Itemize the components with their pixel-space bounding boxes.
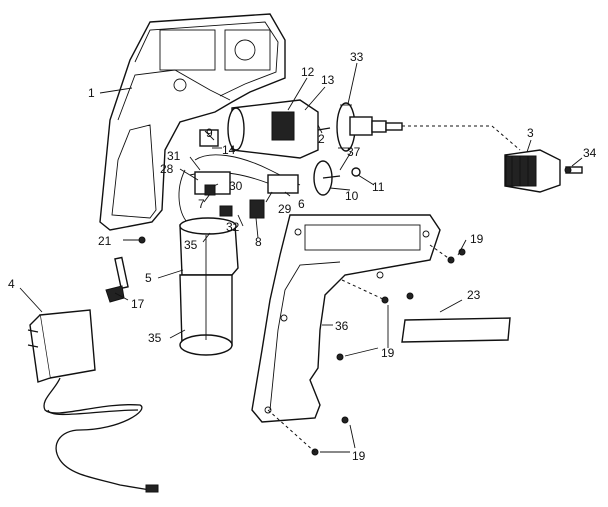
charger [27, 309, 159, 493]
label-32: 32 [226, 220, 240, 234]
leader-lines [19, 62, 583, 453]
label-11: 11 [372, 180, 385, 194]
label-35-upper: 35 [184, 238, 198, 252]
label-19-middle: 19 [381, 346, 395, 360]
washer [351, 167, 361, 177]
screw-leader-3 [267, 409, 316, 453]
screw-leader-2 [341, 279, 386, 301]
label-13: 13 [321, 73, 335, 87]
screw-leader-1 [429, 244, 452, 261]
label-1: 1 [88, 86, 95, 100]
housing-left-half [99, 13, 286, 231]
chuck [504, 149, 561, 193]
label-28: 28 [160, 162, 174, 176]
label-10: 10 [345, 189, 359, 203]
label-2: 2 [318, 132, 325, 146]
label-7: 7 [198, 197, 205, 211]
part-labels: 1 12 13 33 2 3 34 37 11 10 9 14 31 28 30… [8, 50, 597, 463]
label-31: 31 [167, 149, 181, 163]
label-6: 6 [298, 197, 305, 211]
label-21: 21 [98, 234, 112, 248]
small-gear [313, 160, 341, 196]
chuck-screw [564, 166, 583, 174]
label-36: 36 [335, 319, 349, 333]
label-35-lower: 35 [148, 331, 162, 345]
label-14: 14 [222, 143, 236, 157]
label-12: 12 [301, 65, 315, 79]
label-19-lower: 19 [352, 449, 366, 463]
trigger-lock-pin [105, 256, 129, 303]
label-9: 9 [206, 126, 213, 140]
battery-pack [179, 217, 239, 356]
label-plate [401, 317, 511, 343]
assembly-leader-dashed [402, 125, 521, 151]
label-29: 29 [278, 202, 292, 216]
label-3: 3 [527, 126, 534, 140]
housing-right-half [251, 214, 441, 423]
label-17: 17 [131, 297, 145, 311]
label-8: 8 [255, 235, 262, 249]
label-5: 5 [145, 271, 152, 285]
label-23: 23 [467, 288, 481, 302]
label-37: 37 [347, 145, 361, 159]
gear-shaft-assembly [336, 102, 403, 152]
motor [227, 99, 331, 159]
label-30: 30 [229, 179, 243, 193]
label-19-upper: 19 [470, 232, 484, 246]
label-33: 33 [350, 50, 364, 64]
label-4: 4 [8, 277, 15, 291]
label-34: 34 [583, 146, 597, 160]
